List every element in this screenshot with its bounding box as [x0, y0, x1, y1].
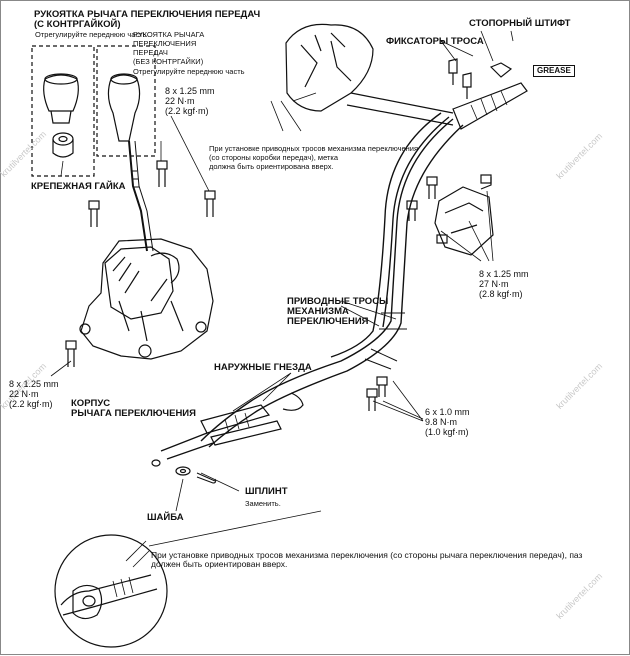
label-cables: ПРИВОДНЫЕ ТРОСЫ МЕХАНИЗМА ПЕРЕКЛЮЧЕНИЯ	[287, 296, 389, 327]
shift-knob-with-locknut	[43, 73, 79, 124]
label-bottom-note: При установке приводных тросов механизма…	[151, 550, 583, 569]
lock-pin-part	[489, 62, 513, 78]
label-knob-no-locknut: РУКОЯТКА РЫЧАГА ПЕРЕКЛЮЧЕНИЯ ПЕРЕДАЧ (БЕ…	[133, 30, 205, 66]
cable-clips	[448, 58, 472, 99]
label-cotter-pin: ШПЛИНТ	[245, 486, 288, 497]
knob-dashed-box-right	[96, 45, 156, 157]
magnifier-leader	[132, 510, 322, 568]
lock-nut	[52, 132, 74, 158]
bolts-mid	[366, 376, 388, 411]
label-torque-right: 8 x 1.25 mm 27 N·m (2.8 kgf·m)	[479, 269, 529, 299]
magnified-cable-end	[54, 534, 168, 648]
label-knob-with-locknut: РУКОЯТКА РЫЧАГА ПЕРЕКЛЮЧЕНИЯ ПЕРЕДАЧ (С …	[34, 9, 261, 30]
label-knob2-note: Отрегулируйте переднюю часть	[133, 67, 245, 76]
leader-lines	[50, 30, 514, 562]
label-housing: КОРПУС РЫЧАГА ПЕРЕКЛЮЧЕНИЯ	[71, 398, 196, 419]
shift-lever	[128, 140, 154, 252]
label-knob-note: Отрегулируйте переднюю часть	[35, 30, 147, 39]
label-lock-pin: СТОПОРНЫЙ ШТИФТ	[469, 18, 571, 29]
label-cable-clips: ФИКСАТОРЫ ТРОСА	[386, 36, 484, 47]
label-lock-nut: КРЕПЕЖНАЯ ГАЙКА	[31, 181, 126, 192]
label-torque-top: 8 x 1.25 mm 22 N·m (2.2 kgf·m)	[165, 86, 215, 116]
shift-cables	[200, 112, 464, 448]
label-washer: ШАЙБА	[147, 512, 184, 523]
shift-lever-housing	[79, 238, 214, 360]
outer-sockets-lever-side	[160, 392, 304, 460]
grease-badge: GREASE	[533, 65, 575, 77]
bolt-housing-top	[65, 160, 216, 367]
transmission-cable-end	[285, 23, 528, 130]
washer-and-cotter	[151, 459, 217, 484]
shift-knob-no-locknut	[107, 73, 141, 142]
cable-bracket-right	[406, 174, 494, 256]
knob-dashed-box-left	[31, 45, 95, 177]
label-cotter-note: Заменить.	[245, 499, 281, 508]
label-cable-note-top: При установке приводных тросов механизма…	[209, 144, 419, 171]
label-torque-left: 8 x 1.25 mm 22 N·m (2.2 kgf·m)	[9, 379, 59, 409]
label-torque-mid: 6 x 1.0 mm 9.8 N·m (1.0 kgf·m)	[425, 407, 470, 437]
label-outer-sockets: НАРУЖНЫЕ ГНЕЗДА	[214, 362, 312, 373]
